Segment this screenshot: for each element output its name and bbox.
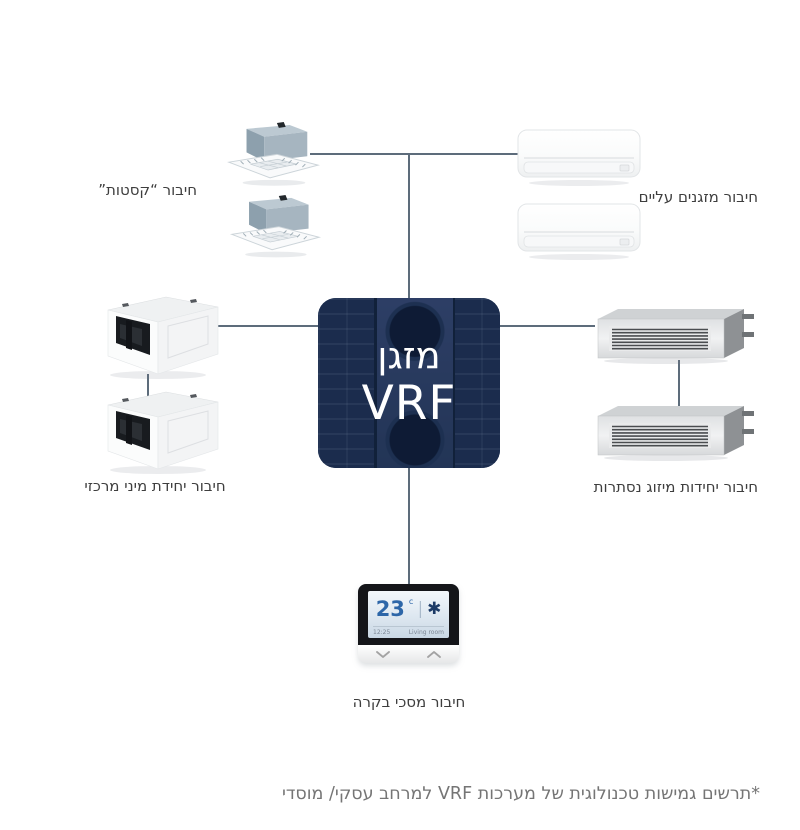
thermostat-buttons bbox=[358, 645, 459, 663]
vrf-center-node: מזגן VRF bbox=[318, 298, 500, 468]
connector-left-horizontal bbox=[208, 325, 319, 327]
label-wall-units-connection: חיבור מזגנים עליים bbox=[638, 188, 758, 206]
temperature-value: 23 bbox=[375, 597, 405, 621]
connector-duct-units bbox=[678, 360, 680, 406]
snowflake-icon: ✱ bbox=[427, 599, 442, 619]
connector-top-horizontal bbox=[310, 153, 518, 155]
connector-bottom-vertical bbox=[408, 467, 410, 585]
connector-mini-units bbox=[147, 374, 149, 397]
brick-wall-texture bbox=[452, 298, 500, 468]
temperature-unit: c bbox=[408, 597, 414, 606]
cassette-unit-1 bbox=[223, 122, 321, 187]
chevron-down-icon bbox=[376, 651, 391, 658]
diagram-caption: *תרשים גמישות טכנולוגית של מערכות VRF למ… bbox=[281, 784, 760, 804]
center-title-vrf: VRF bbox=[361, 376, 457, 432]
wall-unit-1 bbox=[517, 129, 641, 187]
thermostat-room: Living room bbox=[408, 629, 444, 636]
dark-overlay bbox=[318, 298, 500, 468]
label-concealed-units-connection: חיבור יחידות מיזוג נסתרות bbox=[593, 478, 758, 496]
brick-wall-texture bbox=[318, 298, 380, 468]
label-cassette-connection: חיבור “קסטות” bbox=[98, 181, 197, 199]
chevron-up-icon bbox=[426, 651, 441, 658]
connector-right-horizontal bbox=[499, 325, 595, 327]
control-thermostat: 23 c | ✱ 12:25 Living room bbox=[358, 584, 459, 663]
center-title-hebrew: מזגן bbox=[377, 334, 441, 378]
wall-unit-2 bbox=[517, 203, 641, 261]
screen-divider: | bbox=[417, 599, 424, 619]
mini-central-unit-2 bbox=[92, 389, 230, 475]
label-control-screens-connection: חיבור מסכי בקרה bbox=[352, 693, 466, 711]
thermostat-screen: 23 c | ✱ 12:25 Living room bbox=[368, 591, 449, 638]
duct-unit-2 bbox=[594, 403, 756, 461]
mini-central-unit-1 bbox=[92, 294, 230, 380]
thermostat-time: 12:25 bbox=[373, 629, 391, 636]
label-mini-central-connection: חיבור יחידת מיני מרכזי bbox=[84, 477, 226, 495]
connector-top-vertical bbox=[408, 153, 410, 299]
duct-unit-1 bbox=[594, 306, 756, 364]
cassette-unit-2 bbox=[226, 195, 322, 258]
outdoor-unit-fans bbox=[374, 298, 455, 468]
thermostat-body: 23 c | ✱ 12:25 Living room bbox=[358, 584, 459, 645]
